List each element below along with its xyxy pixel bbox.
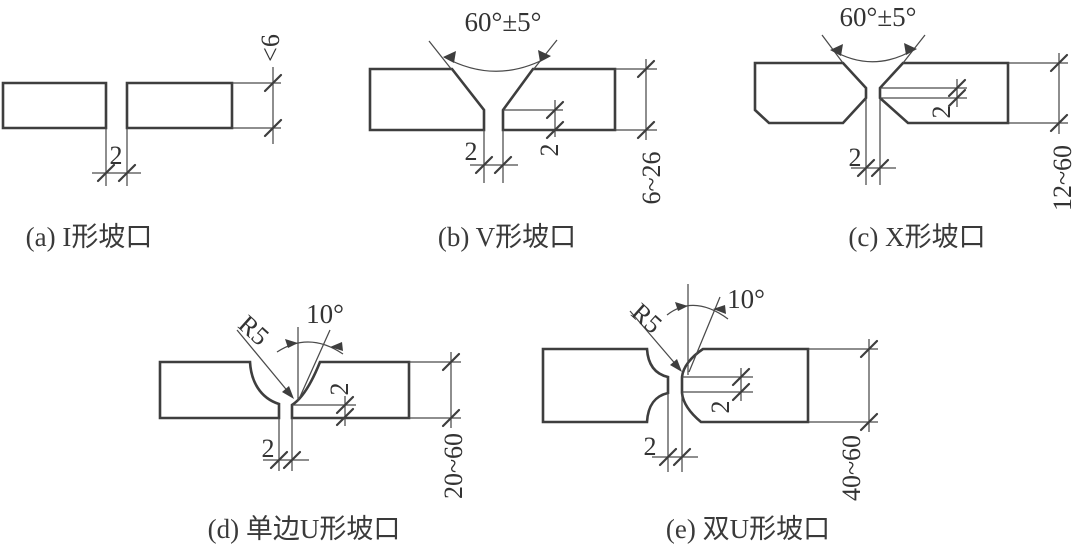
angle-dimension-label: 60°±5° [840,2,917,32]
plate-shape [158,360,281,420]
thickness-dimension-label: <6 [256,34,285,62]
diagram-e-double-u-groove: 10° R5 2 2 40~60 (e) 双U形坡口 [541,284,879,544]
diagram-caption: (c) X形坡口 [848,222,985,252]
dimension-tick [493,155,513,175]
arrowhead-icon [538,50,551,62]
dimension-tick [335,395,355,415]
dimension-tick [441,408,461,428]
angle-dimension-label: 10° [306,299,344,329]
plate-shape [680,347,810,424]
dimension-tick [96,163,116,183]
gap-dimension-label: 2 [849,143,862,172]
dimension-tick [441,352,461,372]
plate-shape [501,67,617,132]
arrowhead-icon [904,43,917,55]
dimension-tick [1049,113,1069,133]
diagram-b-v-groove: 60°±5° 2 2 6~26 (b) V形坡口 [368,7,666,252]
diagram-caption: (b) V形坡口 [438,222,576,252]
diagram-c-x-groove: 60°±5° 2 2 12~60 (c) X形坡口 [753,2,1077,252]
dimension-tick [1049,53,1069,73]
dimension-tick [658,447,678,467]
thickness-dimension-label: 20~60 [439,433,468,499]
dimension-tick [263,118,283,138]
radius-label: R5 [626,297,668,339]
angle-arc [831,48,916,63]
gap-dimension-label: 2 [262,434,275,463]
thickness-dimension-label: 6~26 [637,151,666,204]
diagram-caption: (d) 单边U形坡口 [208,514,401,544]
arrowhead-icon [675,302,688,311]
dimension-tick [947,78,967,98]
angle-arc [666,304,729,320]
dimension-tick [731,382,751,402]
dimension-tick [474,155,494,175]
radius-label: R5 [233,309,275,351]
arrowhead-icon [285,339,298,348]
gap-dimension-label: 2 [465,137,478,166]
angle-arc [276,341,344,355]
plate-shape [753,61,868,125]
dimension-tick [545,100,565,120]
root-face-dimension-label: 2 [706,401,735,414]
thickness-dimension-label: 12~60 [1048,145,1077,211]
dimension-tick [859,412,879,432]
bevel-extension-line [428,40,453,71]
thickness-dimension-label: 40~60 [837,435,866,501]
arrowhead-icon [443,51,456,63]
dimension-tick [636,120,656,140]
plate-shape [1,81,108,130]
dimension-tick [672,447,692,467]
dimension-tick [282,450,302,470]
root-face-dimension-label: 2 [927,106,956,119]
diagram-d-single-u-groove: 10° R5 2 2 20~60 (d) 单边U形坡口 [158,299,468,544]
radius-leader-line [236,329,291,395]
dimension-tick [117,163,137,183]
angle-dimension-label: 60°±5° [465,7,542,37]
arrowhead-icon [330,342,343,351]
diagram-caption: (a) I形坡口 [26,222,153,252]
angle-arc [443,55,551,72]
plate-shape [368,67,486,132]
dimension-tick [335,407,355,427]
angle-dimension-label: 10° [727,284,765,314]
root-face-dimension-label: 2 [535,144,564,157]
angle-face-line [298,329,331,400]
root-face-dimension-label: 2 [325,383,354,396]
plate-shape [125,81,234,130]
plate-shape [541,347,670,424]
diagram-a-i-groove: 2 <6 (a) I形坡口 [1,34,285,252]
dimension-tick [269,450,289,470]
dimension-tick [870,158,890,178]
radius-leader-line [629,310,679,368]
arrowhead-icon [282,386,294,399]
gap-dimension-label: 2 [110,141,123,170]
arrowhead-icon [830,44,843,56]
dimension-tick [856,158,876,178]
dimension-tick [947,88,967,108]
diagram-caption: (e) 双U形坡口 [666,514,830,544]
dimension-tick [636,59,656,79]
dimension-tick [545,120,565,140]
dimension-tick [731,367,751,387]
gap-dimension-label: 2 [644,432,657,461]
dimension-tick [859,339,879,359]
arrowhead-icon [670,359,682,372]
arrowhead-icon [713,305,726,314]
dimension-tick [263,73,283,93]
